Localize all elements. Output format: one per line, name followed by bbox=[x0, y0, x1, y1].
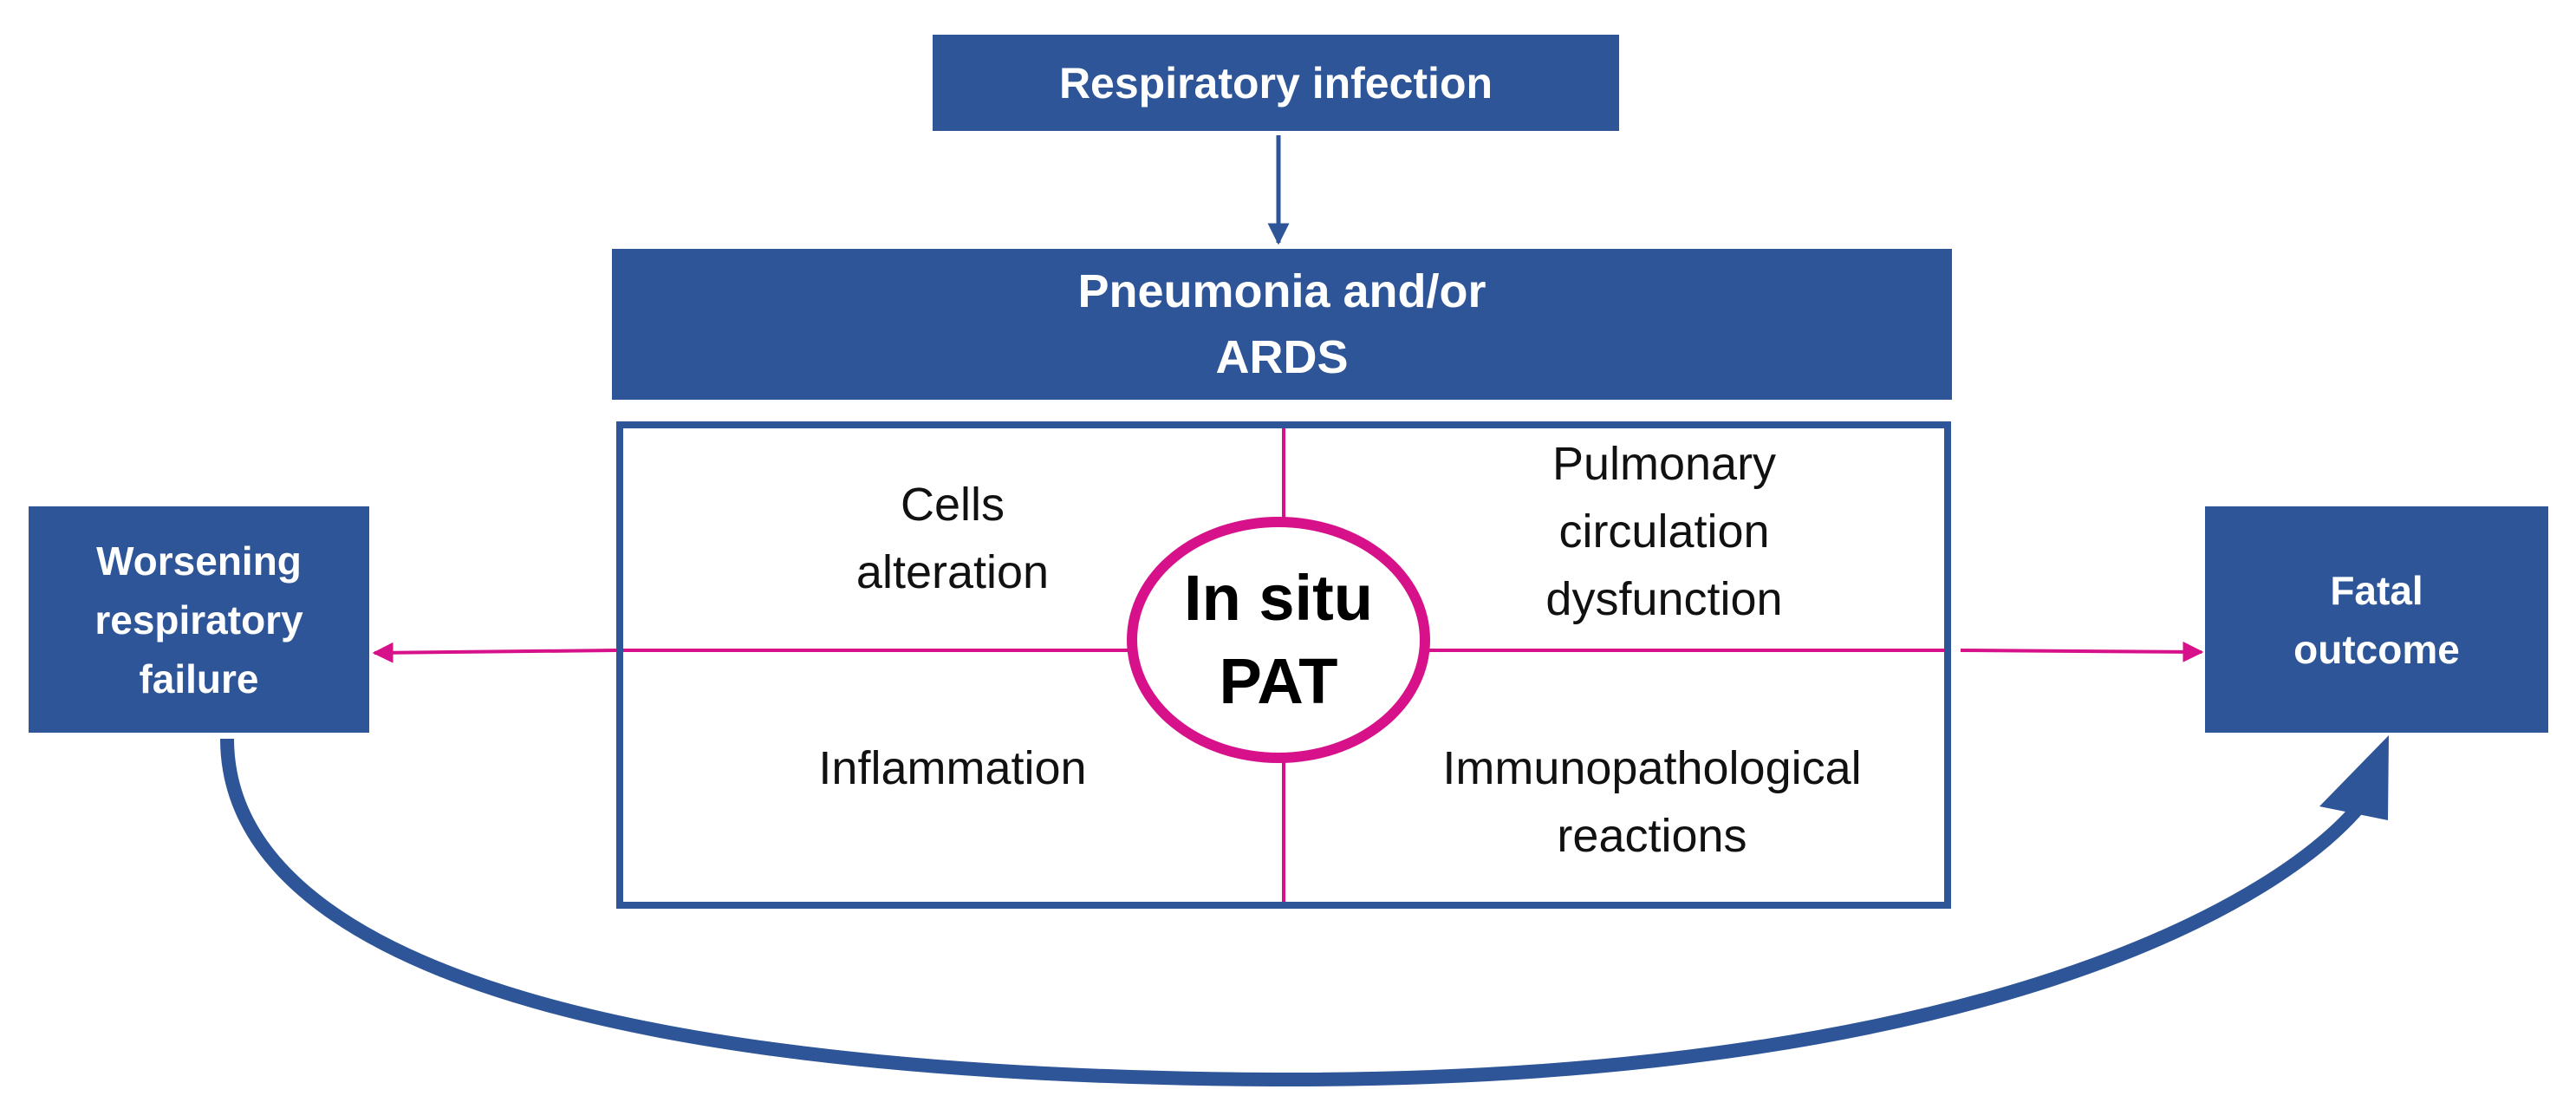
quadrant-label-cells-alteration: Cells alteration bbox=[855, 479, 1050, 598]
in-situ-pat-label: In situ PAT bbox=[1184, 562, 1373, 717]
curved-arrow-head bbox=[2319, 735, 2389, 820]
pneumonia-ards-box: Pneumonia and/or ARDS bbox=[612, 249, 1952, 400]
pneumonia-ards-label: Pneumonia and/or ARDS bbox=[1077, 265, 1486, 383]
respiratory-infection-box: Respiratory infection bbox=[933, 35, 1619, 131]
quadrant-label-pulmonary-circulation: Pulmonary circulation dysfunction bbox=[1545, 438, 1783, 625]
quadrant-frame bbox=[616, 421, 1951, 909]
quadrant-label-inflammation: Inflammation bbox=[818, 742, 1087, 794]
respiratory-infection-label: Respiratory infection bbox=[1058, 58, 1493, 108]
fatal-outcome-box: Fatal outcome bbox=[2205, 506, 2548, 733]
quadrant-label-immunopathological: Immunopathological reactions bbox=[1442, 742, 1862, 862]
arrow-to-worsening bbox=[372, 642, 617, 663]
worsening-respiratory-failure-label: Worsening respiratory failure bbox=[94, 538, 303, 701]
fatal-outcome-label: Fatal outcome bbox=[2293, 567, 2460, 672]
curved-arrow-worsening-to-fatal bbox=[220, 738, 2372, 1087]
in-situ-pat-circle: In situ PAT bbox=[1127, 517, 1430, 763]
arrow-to-fatal bbox=[1960, 641, 2204, 662]
worsening-respiratory-failure-box: Worsening respiratory failure bbox=[29, 506, 369, 733]
